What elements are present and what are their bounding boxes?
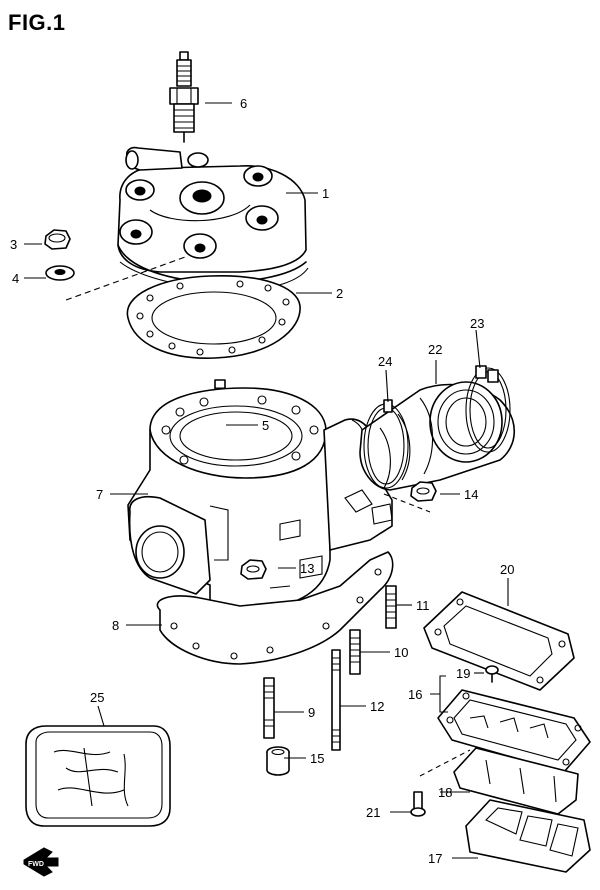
callout-1: 1 <box>322 186 329 201</box>
leader-lines <box>24 102 509 859</box>
nut <box>240 559 267 580</box>
callout-22: 22 <box>428 342 442 357</box>
washer <box>45 265 75 281</box>
callout-21: 21 <box>366 805 380 820</box>
callout-25: 25 <box>90 690 104 705</box>
stud-bolt <box>385 585 397 629</box>
nut <box>410 481 437 502</box>
callout-6: 6 <box>240 96 247 111</box>
stud-bolt <box>331 649 341 751</box>
figure-title: FIG.1 <box>8 10 66 35</box>
dowel-pin <box>266 746 290 776</box>
callout-3: 3 <box>10 237 17 252</box>
callout-19: 19 <box>456 666 470 681</box>
callout-labels: 6 1 2 3 4 5 7 8 13 14 11 10 9 12 15 21 1… <box>10 96 514 866</box>
forward-direction-badge: FWD <box>23 847 59 877</box>
hose-clamp <box>363 399 409 489</box>
stud-bolt <box>263 677 275 739</box>
callout-10: 10 <box>394 645 408 660</box>
pad <box>25 725 171 827</box>
reed-valve-gasket <box>423 591 575 691</box>
callout-24: 24 <box>378 354 392 369</box>
forward-label: FWD <box>28 861 44 868</box>
callout-11: 11 <box>416 598 430 613</box>
callout-13: 13 <box>300 561 314 576</box>
callout-18: 18 <box>438 785 452 800</box>
hose-clamp <box>465 365 511 453</box>
head-gasket <box>126 274 301 359</box>
intake-pipe <box>359 381 515 491</box>
nut <box>44 229 71 250</box>
callout-17: 17 <box>428 851 442 866</box>
callout-12: 12 <box>370 699 384 714</box>
callout-23: 23 <box>470 316 484 331</box>
callout-5: 5 <box>262 418 269 433</box>
callout-9: 9 <box>308 705 315 720</box>
reed-valve <box>437 689 591 773</box>
callout-4: 4 <box>12 271 19 286</box>
callout-16: 16 <box>408 687 422 702</box>
callout-14: 14 <box>464 487 478 502</box>
cylinder-head <box>117 146 309 291</box>
base-gasket <box>156 551 394 665</box>
callout-15: 15 <box>310 751 324 766</box>
reed-stopper <box>465 799 591 873</box>
callout-8: 8 <box>112 618 119 633</box>
reed-petal <box>453 747 579 815</box>
screw <box>410 791 426 817</box>
spark-plug <box>169 51 199 143</box>
stud-bolt <box>349 629 361 675</box>
callout-2: 2 <box>336 286 343 301</box>
screw <box>485 665 499 683</box>
callout-7: 7 <box>96 487 103 502</box>
callout-20: 20 <box>500 562 514 577</box>
